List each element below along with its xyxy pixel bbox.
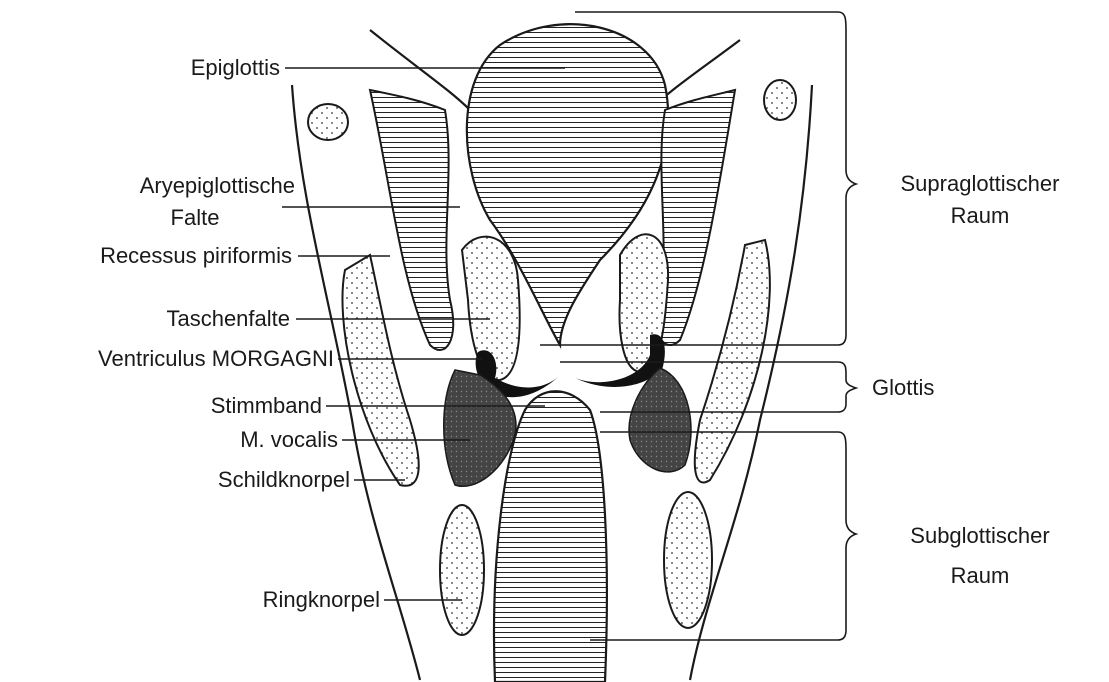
label-subglottischer: Subglottischer — [860, 524, 1100, 548]
label-ventriculus: Ventriculus MORGAGNI — [0, 347, 334, 371]
label-sub-raum: Raum — [860, 564, 1100, 588]
label-ringknorpel: Ringknorpel — [150, 588, 380, 612]
label-falte: Falte — [110, 206, 280, 230]
label-schildknorpel: Schildknorpel — [100, 468, 350, 492]
label-aryepiglottische: Aryepiglottische — [40, 174, 295, 198]
label-stimmband: Stimmband — [100, 394, 322, 418]
label-epiglottis: Epiglottis — [100, 56, 280, 80]
label-glottis: Glottis — [872, 376, 992, 400]
label-m-vocalis: M. vocalis — [100, 428, 338, 452]
label-taschenfalte: Taschenfalte — [60, 307, 290, 331]
label-supraglottischer: Supraglottischer — [860, 172, 1100, 196]
label-supra-raum: Raum — [860, 204, 1100, 228]
braces — [838, 12, 856, 640]
label-recessus-piriformis: Recessus piriformis — [0, 244, 292, 268]
